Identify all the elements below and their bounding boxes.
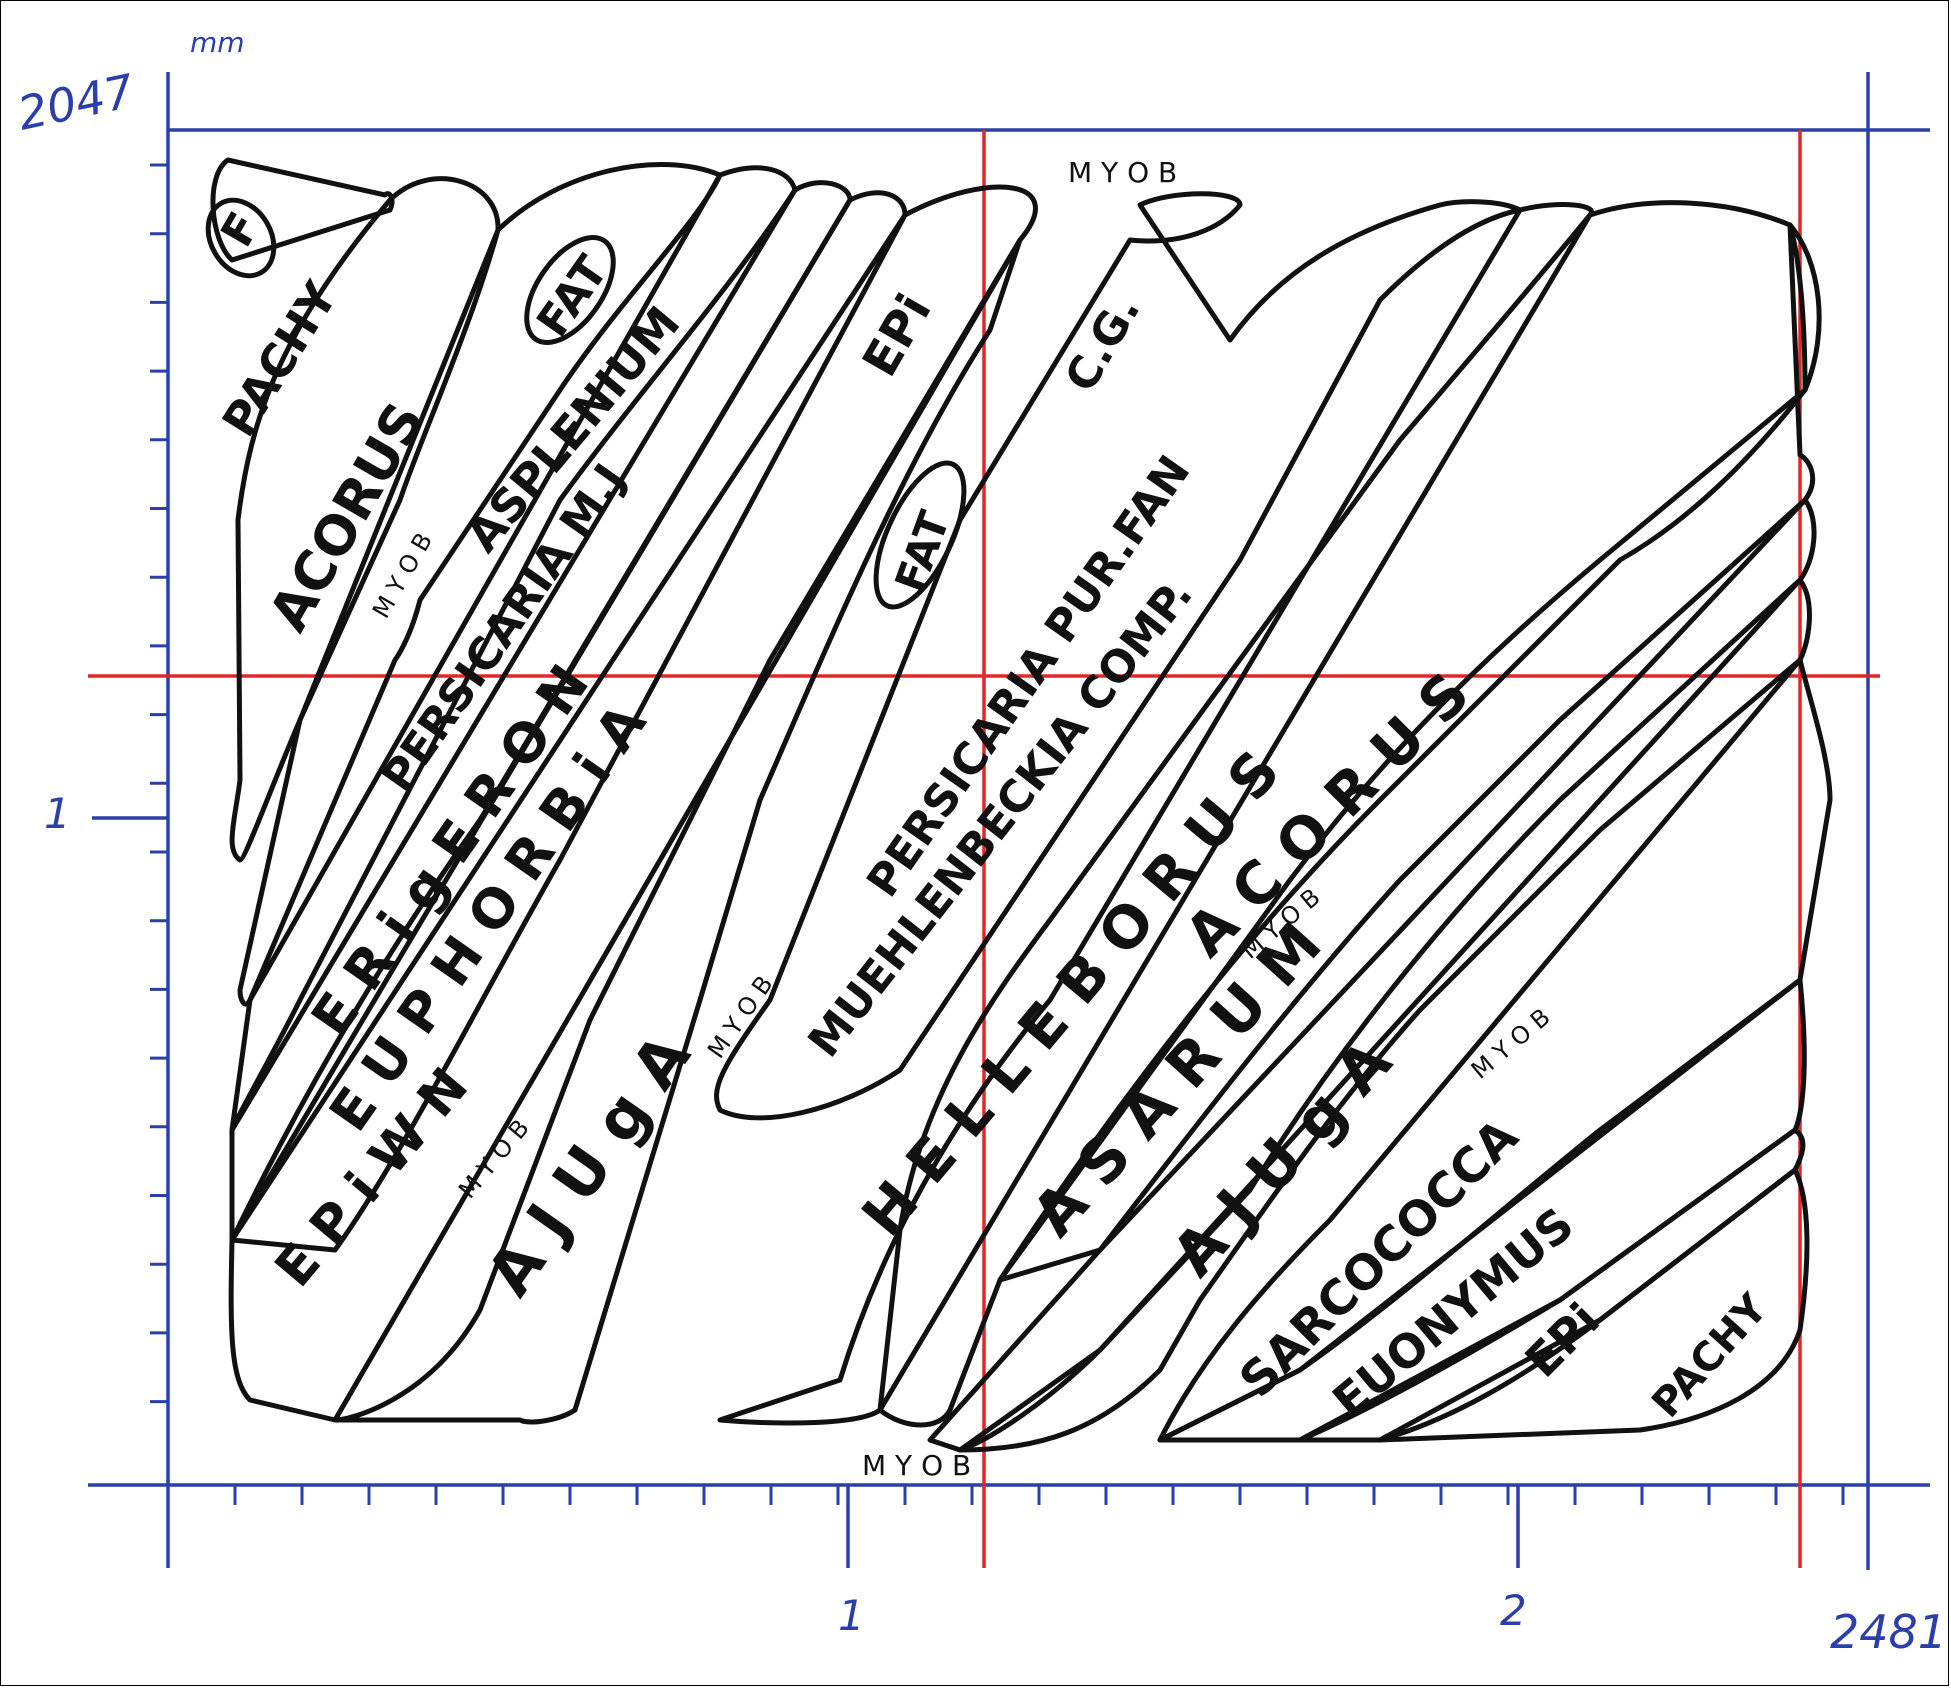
- scale-unit: mm: [190, 26, 245, 59]
- scale-height-value: 2047: [13, 64, 139, 141]
- label-myob-top: M Y O B: [1068, 156, 1177, 189]
- scale-width-value: 2481: [1830, 1605, 1947, 1659]
- label-pachy-top: PACHY: [212, 272, 349, 446]
- y-label-1: 1: [44, 789, 71, 838]
- label-myob-epiwn: M Y O B: [453, 1114, 535, 1204]
- label-myob-bottom: M Y O B: [862, 1449, 971, 1482]
- label-epi-bottom: EPi: [1515, 1292, 1610, 1387]
- label-myob-acorus: M Y O B: [367, 528, 438, 623]
- bed-muehlenbeckia: [720, 205, 1592, 1423]
- label-fat-2: FAT: [885, 504, 959, 598]
- label-myob-ajuga-1: M Y O B: [702, 971, 779, 1064]
- x-label-1: 1: [838, 1591, 865, 1640]
- x-label-2: 2: [1500, 1586, 1527, 1635]
- label-pachy-bottom: PACHY: [1643, 1285, 1777, 1427]
- label-epi-top: EPi: [852, 285, 943, 386]
